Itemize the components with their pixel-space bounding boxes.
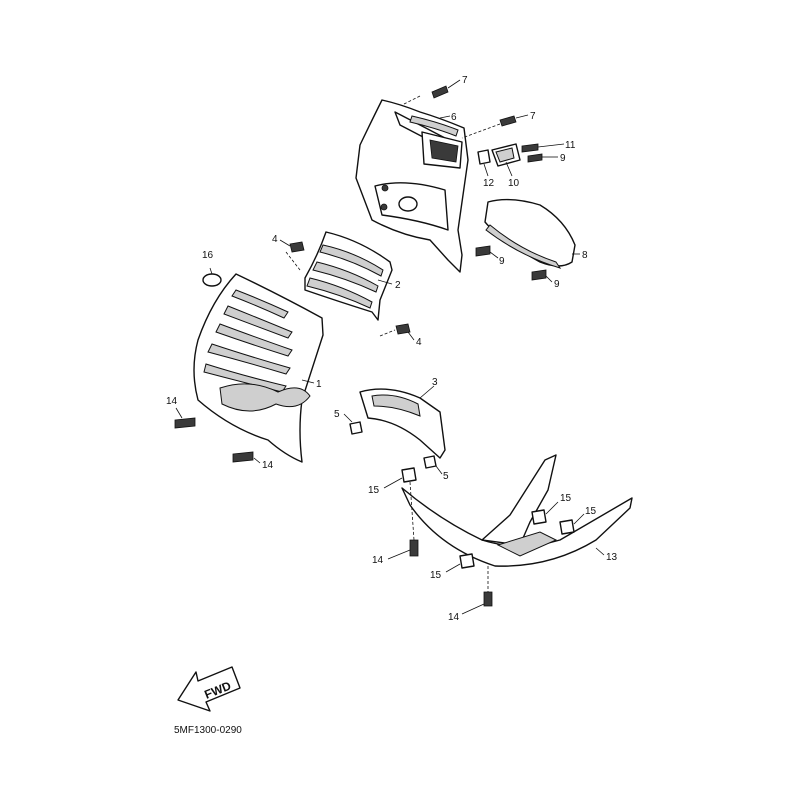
callout-4-lower: 4 — [416, 337, 422, 348]
part-1-front-cover — [193, 273, 324, 463]
part-12-nut — [477, 149, 491, 165]
part-2-grille — [304, 231, 393, 321]
callout-5-left: 5 — [334, 409, 340, 420]
diagram-code: 5MF1300-0290 — [174, 725, 242, 736]
callout-3: 3 — [432, 377, 438, 388]
callout-9-low: 9 — [554, 279, 560, 290]
callout-15-right-a: 15 — [560, 493, 572, 504]
callout-14-mid: 14 — [372, 555, 384, 566]
forward-arrow-icon: FWD — [177, 666, 241, 712]
callout-14-bottom: 14 — [448, 612, 460, 623]
callout-7-right: 7 — [530, 111, 536, 122]
callout-9-top: 9 — [560, 153, 566, 164]
callout-16: 16 — [202, 250, 214, 261]
part-10-bracket — [491, 143, 521, 167]
part-3-inner-bracket — [359, 388, 446, 459]
part-6-leg-shield — [355, 99, 469, 273]
leader-lines — [175, 79, 605, 615]
callout-1: 1 — [316, 379, 322, 390]
callout-7-top: 7 — [462, 75, 468, 86]
part-8-side-panel — [484, 198, 576, 269]
callout-14-bottom-left: 14 — [262, 460, 274, 471]
callout-4-upper: 4 — [272, 234, 278, 245]
fasteners — [174, 85, 575, 607]
callout-13: 13 — [606, 552, 618, 563]
callout-14-left: 14 — [166, 396, 178, 407]
callout-9-mid: 9 — [499, 256, 505, 267]
callout-11: 11 — [565, 140, 576, 151]
part-13-floor-board — [401, 454, 633, 567]
callout-8: 8 — [582, 250, 588, 261]
assembly-lines — [285, 95, 501, 592]
callout-15-bottom: 15 — [430, 570, 442, 581]
callout-labels: 7 6 7 11 9 10 12 8 9 9 16 4 2 4 1 3 5 5 … — [166, 75, 618, 623]
callout-10: 10 — [508, 178, 520, 189]
callout-6: 6 — [451, 112, 457, 123]
callout-2: 2 — [395, 280, 401, 291]
part-16-emblem — [202, 273, 222, 287]
callout-5-right: 5 — [443, 471, 449, 482]
callout-15-right-b: 15 — [585, 506, 597, 517]
callout-12: 12 — [483, 178, 495, 189]
callout-15-left: 15 — [368, 485, 380, 496]
